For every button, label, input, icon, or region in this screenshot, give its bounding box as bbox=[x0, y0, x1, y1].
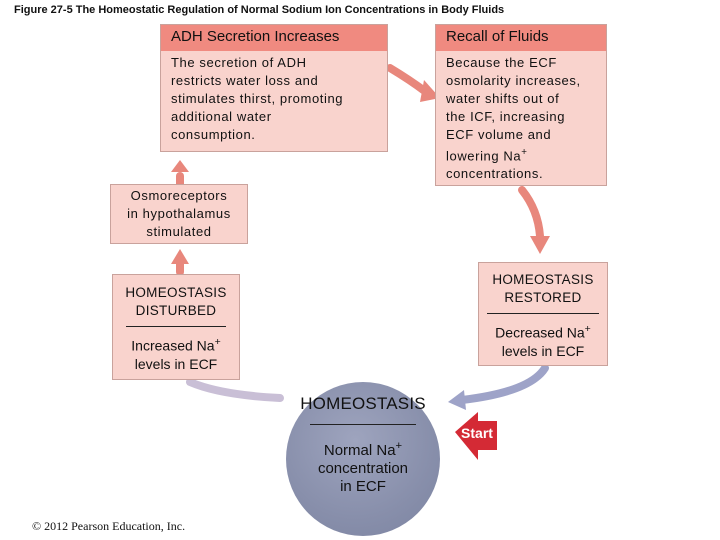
recall-box-title: Recall of Fluids bbox=[436, 25, 606, 51]
arrow-restored-to-circle bbox=[458, 364, 549, 404]
arrow-disturbed-up-head bbox=[171, 249, 189, 264]
homeostasis-circle bbox=[286, 382, 440, 536]
start-label: Start bbox=[461, 425, 493, 441]
recall-line-7: concentrations. bbox=[446, 166, 544, 182]
adh-line-2: restricts water loss and bbox=[171, 73, 319, 88]
recall-line-2: osmolarity increases, bbox=[446, 73, 581, 88]
arrow-recall-down bbox=[518, 186, 544, 240]
copyright-notice: © 2012 Pearson Education, Inc. bbox=[32, 519, 186, 533]
homeostasis-disturbed-box: HOMEOSTASIS DISTURBED Increased Na+ leve… bbox=[112, 274, 240, 380]
recall-line-1: Because the ECF bbox=[446, 55, 557, 70]
osmo-line-2: in hypothalamus bbox=[127, 206, 231, 221]
restored-subtitle: Decreased Na+ levels in ECF bbox=[495, 323, 591, 359]
start-arrow bbox=[455, 412, 497, 460]
disturbed-subtitle: Increased Na+ levels in ECF bbox=[131, 336, 221, 372]
adh-secretion-box: ADH Secretion Increases The secretion of… bbox=[160, 24, 388, 152]
adh-line-4: additional water bbox=[171, 109, 272, 124]
disturbed-divider bbox=[126, 326, 226, 327]
plus-sign: + bbox=[584, 323, 591, 335]
plus-sign: + bbox=[214, 336, 221, 348]
arrow-circle-to-disturbed bbox=[186, 378, 284, 402]
recall-box-text: Because the ECF osmolarity increases, wa… bbox=[436, 51, 606, 186]
recall-line-6: lowering Na+ bbox=[446, 147, 528, 164]
homeostasis-label: HOMEOSTASIS bbox=[300, 394, 426, 413]
restored-divider bbox=[487, 313, 599, 314]
arrow-osmo-up-head bbox=[171, 160, 189, 172]
homeostasis-divider bbox=[310, 424, 416, 425]
recall-line-5: ECF volume and bbox=[446, 127, 552, 142]
plus-sign: + bbox=[521, 147, 528, 158]
adh-line-1: The secretion of ADH bbox=[171, 55, 307, 70]
restored-title: HOMEOSTASIS RESTORED bbox=[492, 272, 594, 305]
osmoreceptors-box: Osmoreceptors in hypothalamus stimulated bbox=[110, 184, 248, 244]
recall-line-3: water shifts out of bbox=[446, 91, 560, 106]
homeostasis-restored-box: HOMEOSTASIS RESTORED Decreased Na+ level… bbox=[478, 262, 608, 366]
normal-na-label: Normal Na+ concentration in ECF bbox=[317, 440, 409, 495]
figure-title: Figure 27-5 The Homeostatic Regulation o… bbox=[14, 4, 505, 16]
arrow-adh-to-recall bbox=[386, 64, 430, 96]
recall-line-4: the ICF, increasing bbox=[446, 109, 566, 124]
plus-sign: + bbox=[395, 440, 403, 452]
recall-of-fluids-box: Recall of Fluids Because the ECF osmolar… bbox=[435, 24, 607, 186]
osmo-line-3: stimulated bbox=[146, 224, 212, 239]
adh-box-text: The secretion of ADH restricts water los… bbox=[161, 51, 387, 147]
adh-line-3: stimulates thirst, promoting bbox=[171, 91, 344, 106]
adh-box-title: ADH Secretion Increases bbox=[161, 25, 387, 51]
disturbed-title: HOMEOSTASIS DISTURBED bbox=[125, 285, 227, 318]
adh-line-5: consumption. bbox=[171, 127, 256, 142]
arrow-recall-down-head bbox=[530, 236, 550, 254]
osmo-line-1: Osmoreceptors bbox=[130, 188, 228, 203]
arrow-restored-to-circle-head bbox=[448, 390, 466, 410]
